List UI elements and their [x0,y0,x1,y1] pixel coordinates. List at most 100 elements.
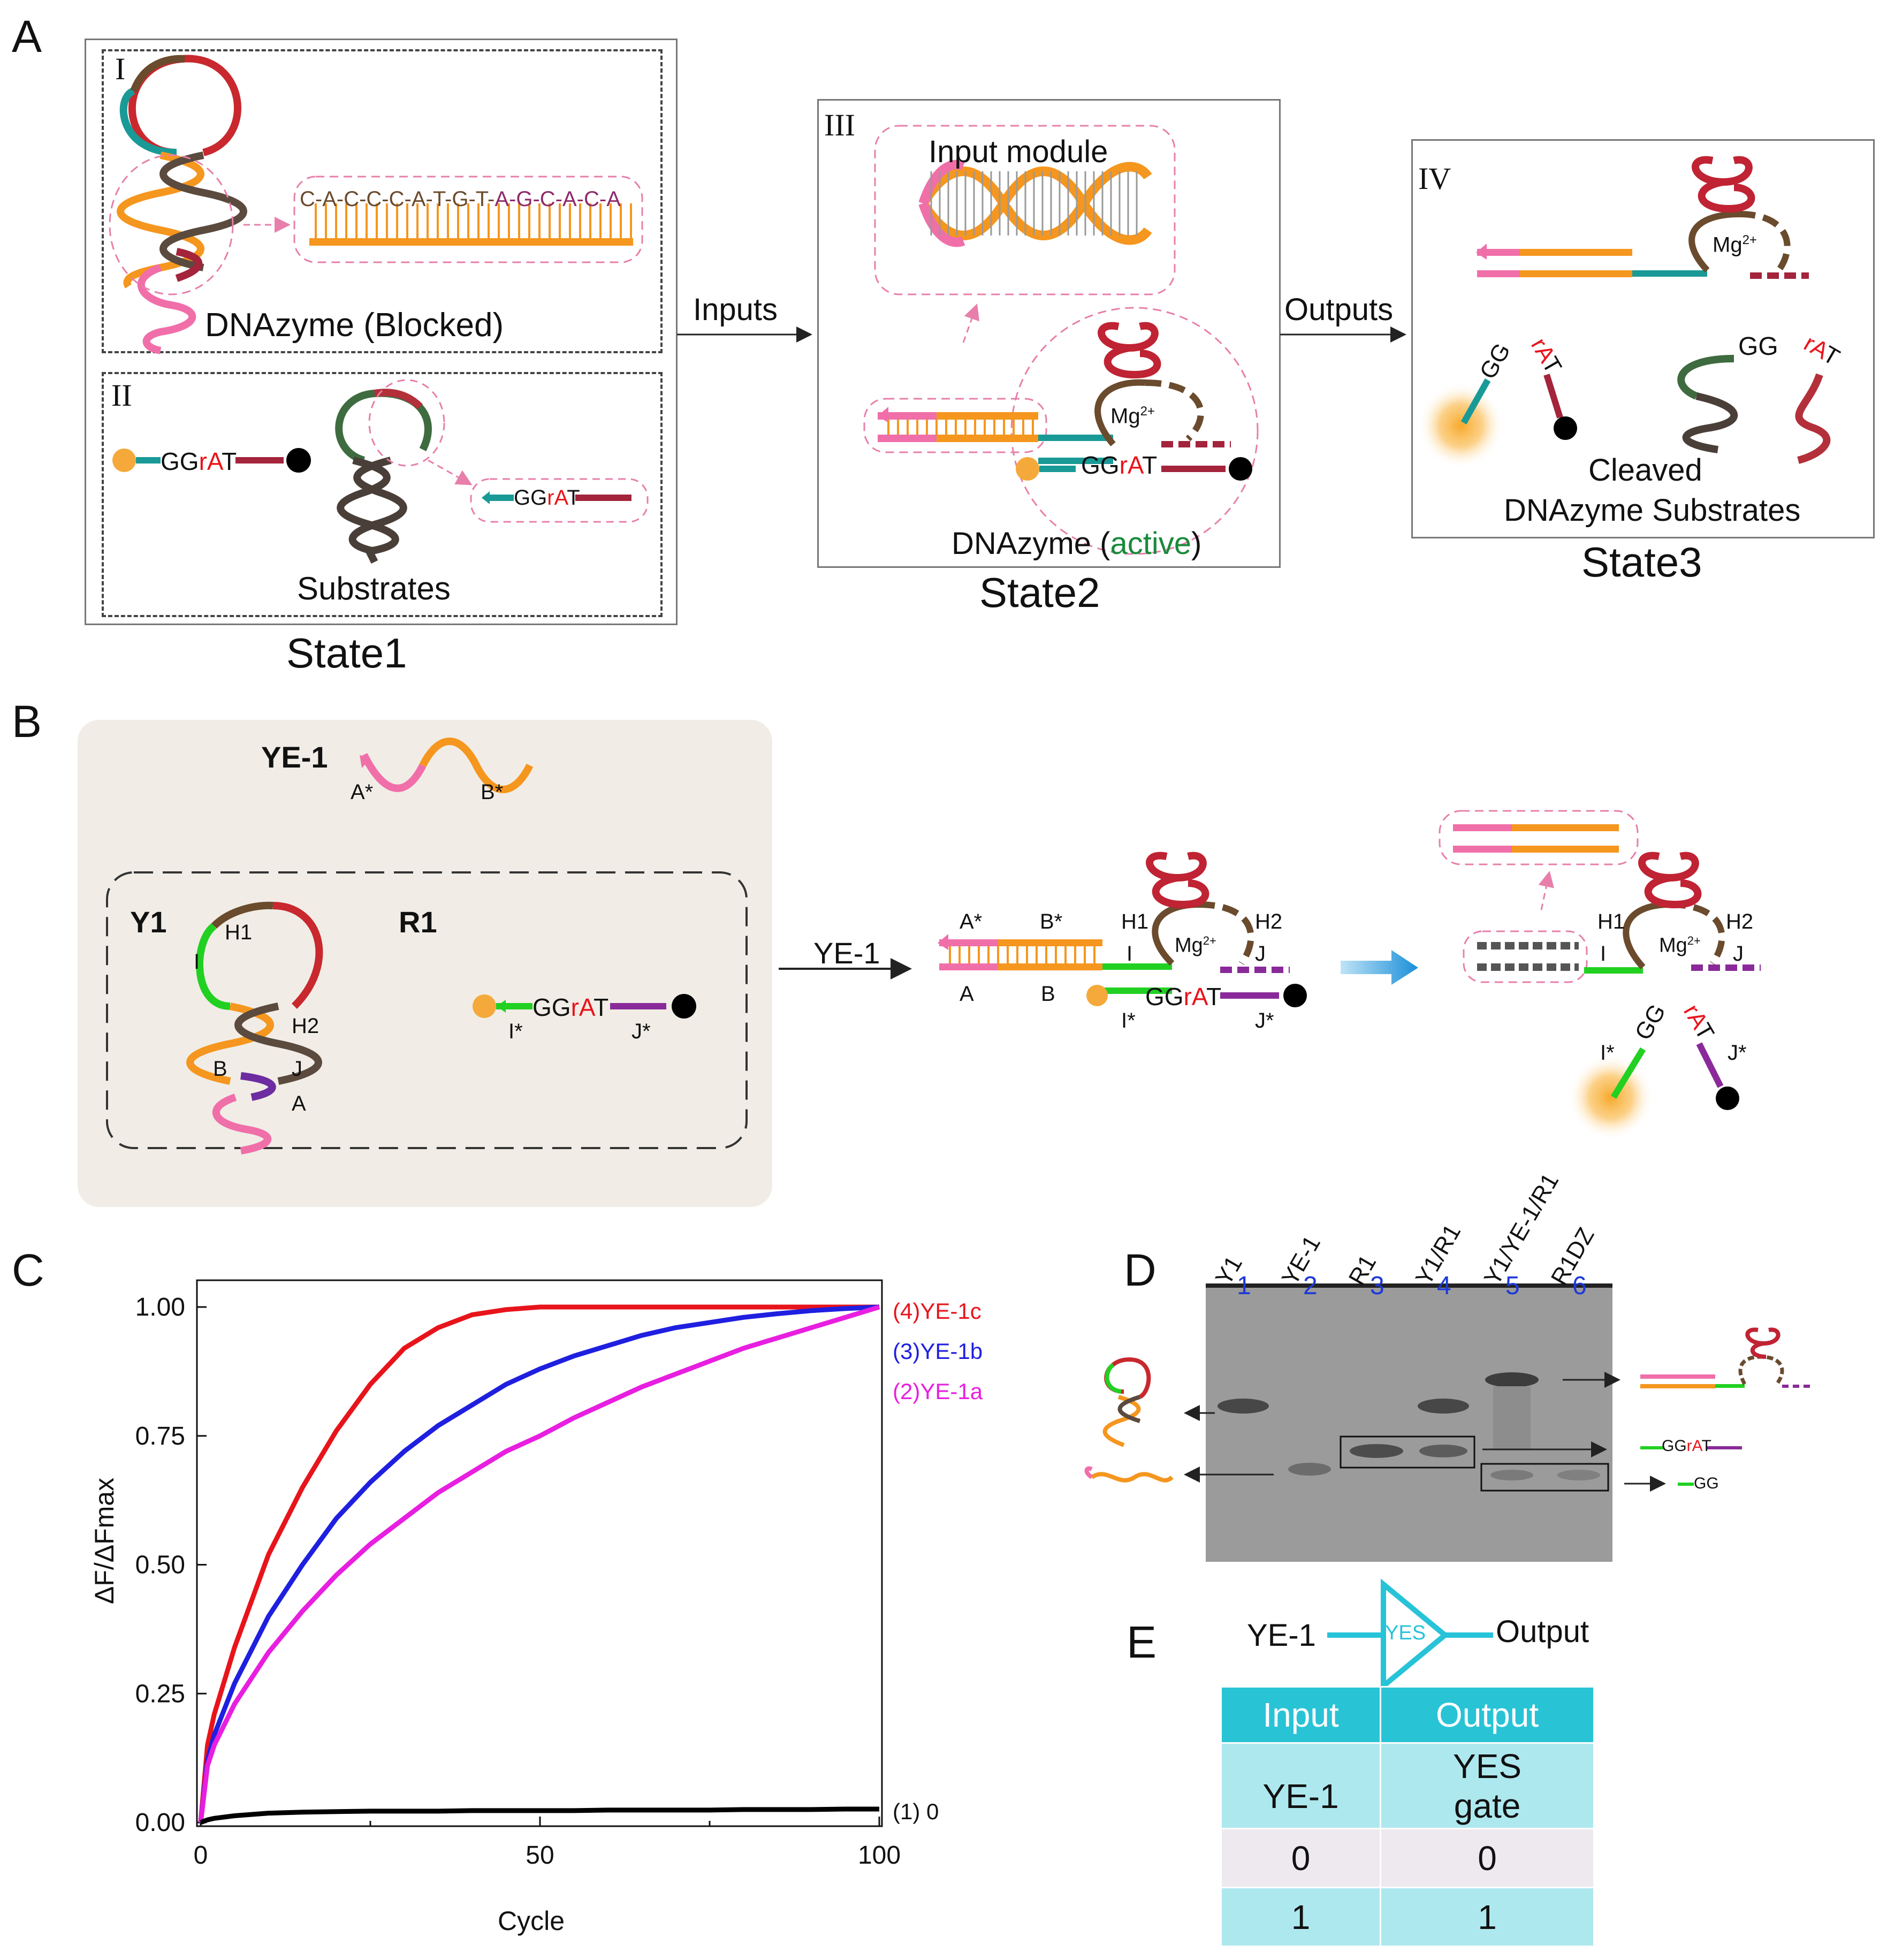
r1-sequence: GGrAT [532,993,608,1022]
state3-box [1411,139,1875,538]
j-star-complex: J* [1255,1009,1274,1032]
complex-gg: GG [1145,983,1184,1011]
series-line-3 [200,1806,879,1825]
y-tick-label: 0.50 [135,1551,185,1579]
sequence-part-2: A-G-C-A-C-A [494,187,621,211]
state1-label: State1 [286,629,407,677]
r1-substrate [473,994,696,1019]
mg-label-a3: Mg2+ [1110,404,1155,428]
mg-label-a4: Mg2+ [1713,233,1757,257]
r1-ra: rA [570,993,594,1021]
blocking-sequence: C-A-C-C-C-A-T-G-T-A-G-C-A-C-A [300,187,621,211]
gel-lane-number: 1 [1237,1272,1251,1300]
truth-cell: 1 [1220,1887,1382,1947]
input-module-label: Input module [929,134,1108,169]
h2-label-y1: H2 [292,1014,319,1038]
active-substrate-sequence: GGrAT [1081,451,1157,480]
mg-sup-2: 2+ [1742,233,1757,247]
substrate-ra-2: rA [547,486,567,510]
h1-cleaved: H1 [1597,910,1625,933]
truth-header-input: Input [1220,1686,1382,1744]
b-star-complex: B* [1040,910,1063,933]
truth-row: 1 1 [1220,1887,1595,1947]
series-line-2 [198,1304,880,1823]
series-label-0: (4)YE-1c [893,1298,981,1324]
dnazyme-active-word: active [1110,526,1191,561]
gel-lane-number: 6 [1572,1272,1587,1300]
panel-b-background [78,720,772,1207]
h2-cleaved: H2 [1726,910,1754,933]
substrate-ra-3: rA [1119,451,1143,479]
r1-t: T [594,993,609,1021]
y1-label: Y1 [130,905,167,939]
series-label-2: (2)YE-1a [893,1379,983,1404]
state1-box [85,39,678,625]
cleaved-label-1: Cleaved [1588,453,1702,488]
h2-complex: H2 [1255,910,1283,933]
cleaved-label-2: DNAzyme Substrates [1504,493,1801,528]
truth-subheader-input: YE-1 [1220,1742,1382,1829]
truth-header-output: Output [1380,1686,1595,1744]
mg-sup-3: 2+ [1203,934,1216,947]
substrate-sequence-2: GGrAT [514,486,580,510]
gel-lane-number: 4 [1437,1272,1451,1300]
j-star-label-r1: J* [631,1020,651,1043]
gel-substrate-ra: rA [1686,1437,1702,1455]
y1-hairpin [186,901,323,1154]
y-axis-label: ΔF/ΔFmax [89,1477,119,1605]
panel-e-letter: E [1127,1617,1157,1667]
panel-b-cleaved [1439,810,1761,1140]
truth-cell: 0 [1380,1828,1595,1888]
complex-t: T [1206,983,1222,1011]
b-label-y1: B [213,1057,227,1081]
series-line-1 [198,1304,880,1823]
active-dnazyme-graphics [863,125,1259,555]
truth-subheader-output: YES gate [1380,1742,1595,1829]
complex-ra: rA [1183,983,1207,1011]
truth-header-row: Input Output [1220,1686,1595,1744]
dnazyme-active-label: DNAzyme (active) [952,526,1201,561]
series-label-3: (1) 0 [893,1799,939,1824]
substrate-t-2: T [567,486,580,510]
panel-a-letter: A [12,11,42,62]
truth-cell: 1 [1380,1887,1595,1947]
gel-image [1084,1283,1812,1562]
mg-label-b2: Mg2+ [1659,934,1701,958]
mg-text-3: Mg [1175,934,1203,957]
mg-label-b1: Mg2+ [1175,934,1216,958]
substrate-gg: GG [161,447,199,475]
panel-b-active-complex [938,852,1307,1007]
j-cleaved: J [1733,942,1744,966]
gate-name: YES [1385,1622,1426,1644]
i-complex: I [1127,942,1133,966]
mg-sup: 2+ [1140,404,1155,419]
chart-frame [196,1279,883,1827]
gate-output-label: Output [1496,1614,1589,1649]
mg-text-4: Mg [1659,934,1687,957]
b-star-label: B* [481,780,504,804]
substrate-sequence-1: GGrAT [161,447,237,476]
substrate-ra: rA [199,447,222,475]
r1-label: R1 [399,905,437,939]
panel-b-letter: B [12,696,42,747]
panel-d-letter: D [1124,1245,1156,1295]
gel-lane-number: 2 [1303,1272,1318,1300]
y-tick-label: 1.00 [135,1293,185,1321]
r1-gg: GG [532,993,571,1021]
cleaved-gg-2: GG [1738,332,1778,361]
gel-substrate-label: GGrAT [1662,1437,1711,1455]
i-label-y1: I [194,950,200,974]
truth-cell: 0 [1220,1828,1382,1888]
substrate-graphics [112,379,649,564]
j-label-y1: J [292,1057,302,1081]
y-tick-label: 0.00 [135,1809,185,1837]
mg-text: Mg [1110,404,1140,428]
gel-substrate-t: T [1701,1437,1711,1455]
state2-label: State2 [979,569,1100,616]
gel-lane-number: 3 [1370,1272,1384,1300]
ye1-label: YE-1 [261,740,328,774]
x-tick-label: 50 [526,1841,554,1870]
series-label-1: (3)YE-1b [893,1339,983,1364]
series-line-0 [198,1304,879,1823]
